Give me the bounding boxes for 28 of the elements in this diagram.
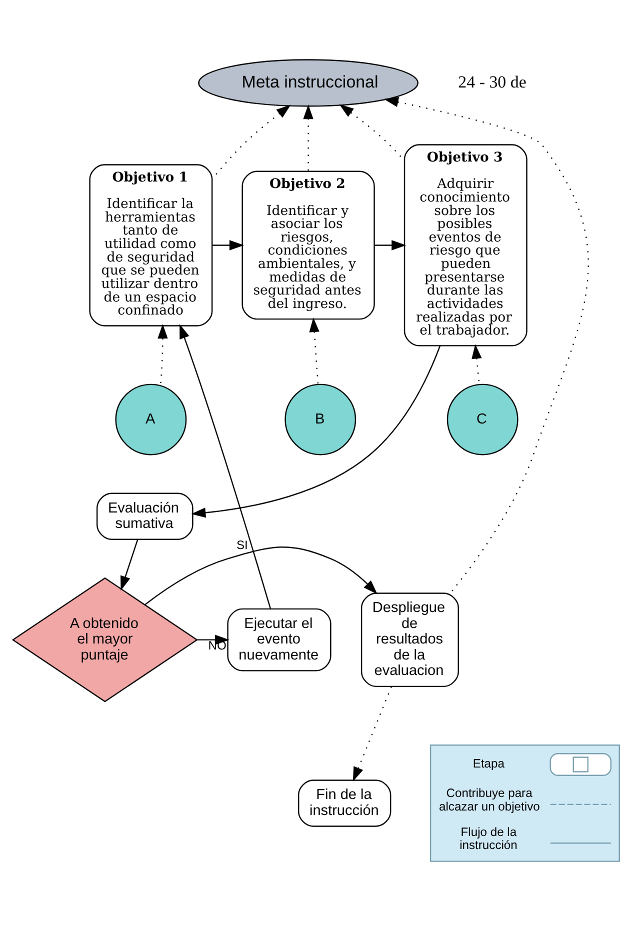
node-circle: C	[446, 383, 518, 455]
label: 24 - 30 de	[458, 72, 526, 91]
node-box: Despliegue de resultados de la evaluacion	[360, 592, 459, 687]
node-circle: A	[115, 383, 187, 455]
arrow	[120, 539, 138, 590]
node-box: Objetivo 3 Adquirir conocimiento sobre los posibles eventos de riesgo que pueden presentarse durante las actividades realizadas por el trabajador.	[404, 144, 528, 346]
node-circle: B	[284, 383, 356, 455]
arrow	[158, 324, 168, 386]
arrow	[212, 240, 244, 250]
arrow	[309, 317, 320, 384]
arrow	[303, 104, 314, 171]
node-diamond: A obtenido el mayor puntaje	[12, 576, 198, 702]
legend-label: Flujo de la instrucción	[460, 824, 518, 852]
arrow	[384, 96, 589, 593]
arrow	[191, 345, 441, 518]
node-box: Evaluación sumativa	[96, 492, 194, 540]
node-box: Objetivo 2 Identificar y asociar los riesgos, condiciones ambientales, y medidas de seguridad antes del ingreso.	[242, 170, 375, 320]
node-box: Fin de la instrucción	[298, 779, 392, 826]
arrow	[352, 686, 392, 782]
arrow	[472, 344, 482, 384]
arrow	[144, 546, 378, 605]
legend-label: Contribuye para alcazar un objetivo	[439, 786, 540, 813]
node-box: Ejecutar el evento nuevamente	[227, 608, 332, 671]
arrow	[180, 324, 272, 608]
edge-label: SI	[236, 538, 248, 552]
node-box: Objetivo 1 Identificar la herramientas tanto de utilidad como de seguridad que se pueden utilizar dentro de un espacio confinado	[89, 164, 213, 326]
arrow	[374, 240, 406, 250]
legend-label: Etapa	[472, 756, 505, 770]
